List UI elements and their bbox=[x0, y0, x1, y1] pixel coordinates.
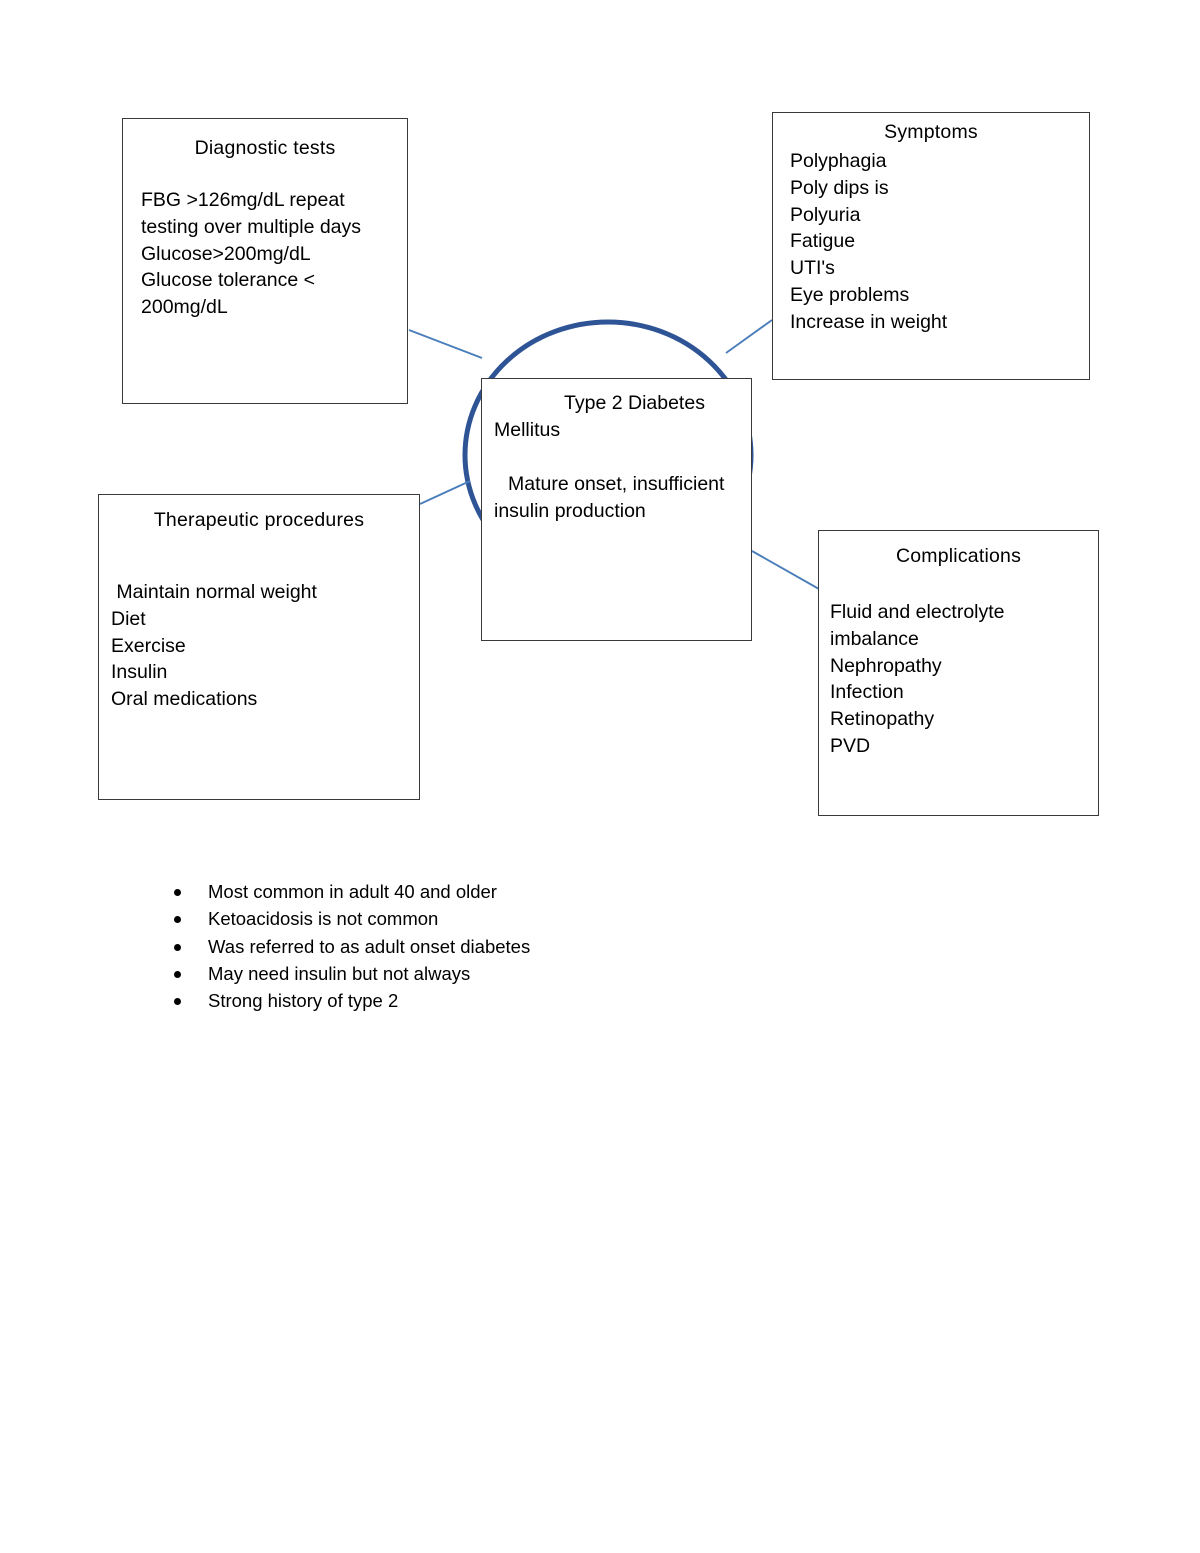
node-complications-line: Infection bbox=[830, 681, 904, 704]
node-therapeutic-line: Oral medications bbox=[111, 688, 258, 711]
list-item: Strong history of type 2 bbox=[160, 987, 800, 1014]
node-complications-body: Fluid and electrolyte imbalance Nephropa… bbox=[819, 569, 1098, 759]
node-complications[interactable]: Complications Fluid and electrolyte imba… bbox=[818, 530, 1099, 816]
node-therapeutic-line: Exercise bbox=[111, 634, 186, 657]
connector-symptoms bbox=[725, 319, 773, 354]
node-complications-line: Nephropathy bbox=[830, 654, 942, 677]
node-therapeutic-line: Insulin bbox=[111, 661, 168, 684]
node-diagnostic-line: 200mg/dL bbox=[141, 296, 228, 319]
node-symptoms-line: UTI's bbox=[790, 257, 835, 280]
central-title-line1: Type 2 Diabetes bbox=[564, 392, 705, 414]
connector-diagnostic bbox=[408, 329, 483, 359]
central-subtitle-line2: insulin production bbox=[494, 500, 646, 523]
connector-therapeutic bbox=[419, 480, 471, 505]
connector-complications bbox=[751, 550, 820, 590]
list-item: Ketoacidosis is not common bbox=[160, 905, 800, 932]
list-item: Was referred to as adult onset diabetes bbox=[160, 933, 800, 960]
node-symptoms-body: Polyphagia Poly dips is Polyuria Fatigue… bbox=[773, 145, 1089, 335]
node-symptoms-line: Polyuria bbox=[790, 203, 861, 226]
node-diagnostic-line: FBG >126mg/dL repeat bbox=[141, 189, 345, 212]
node-diagnostic-line: Glucose>200mg/dL bbox=[141, 242, 311, 265]
node-symptoms-title: Symptoms bbox=[884, 121, 978, 143]
node-therapeutic-procedures[interactable]: Therapeutic procedures Maintain normal w… bbox=[98, 494, 420, 800]
node-symptoms-line: Polyphagia bbox=[790, 150, 887, 173]
node-complications-line: Fluid and electrolyte bbox=[830, 601, 1005, 624]
list-item: May need insulin but not always bbox=[160, 960, 800, 987]
node-diagnostic-tests[interactable]: Diagnostic tests FBG >126mg/dL repeat te… bbox=[122, 118, 408, 404]
list-item: Most common in adult 40 and older bbox=[160, 878, 800, 905]
node-complications-line: Retinopathy bbox=[830, 708, 935, 731]
central-title: Type 2 Diabetes Mellitus bbox=[482, 379, 751, 443]
node-complications-title: Complications bbox=[895, 545, 1022, 567]
node-symptoms-line: Fatigue bbox=[790, 230, 856, 253]
node-diagnostic-body: FBG >126mg/dL repeat testing over multip… bbox=[123, 161, 407, 321]
node-symptoms-line: Poly dips is bbox=[790, 177, 889, 200]
node-therapeutic-title: Therapeutic procedures bbox=[153, 509, 365, 531]
node-diagnostic-title: Diagnostic tests bbox=[194, 137, 336, 159]
node-complications-line: imbalance bbox=[830, 628, 919, 651]
central-subtitle-line1: Mature onset, insufficient bbox=[508, 473, 725, 496]
node-symptoms-line: Increase in weight bbox=[790, 310, 948, 333]
node-symptoms-line: Eye problems bbox=[790, 283, 910, 306]
key-facts-list: Most common in adult 40 and older Ketoac… bbox=[160, 878, 800, 1014]
node-therapeutic-line: Diet bbox=[111, 608, 146, 631]
node-symptoms[interactable]: Symptoms Polyphagia Poly dips is Polyuri… bbox=[772, 112, 1090, 380]
node-diagnostic-line: testing over multiple days bbox=[141, 216, 362, 239]
node-therapeutic-line: Maintain normal weight bbox=[111, 581, 317, 604]
node-complications-line: PVD bbox=[830, 734, 871, 757]
node-diagnostic-line: Glucose tolerance < bbox=[141, 269, 315, 292]
node-central-topic[interactable]: Type 2 Diabetes Mellitus Mature onset, i… bbox=[481, 378, 752, 641]
central-subtitle: Mature onset, insufficient insulin produ… bbox=[482, 443, 751, 524]
node-therapeutic-body: Maintain normal weight Diet Exercise Ins… bbox=[99, 533, 419, 713]
central-title-line2: Mellitus bbox=[494, 418, 561, 441]
